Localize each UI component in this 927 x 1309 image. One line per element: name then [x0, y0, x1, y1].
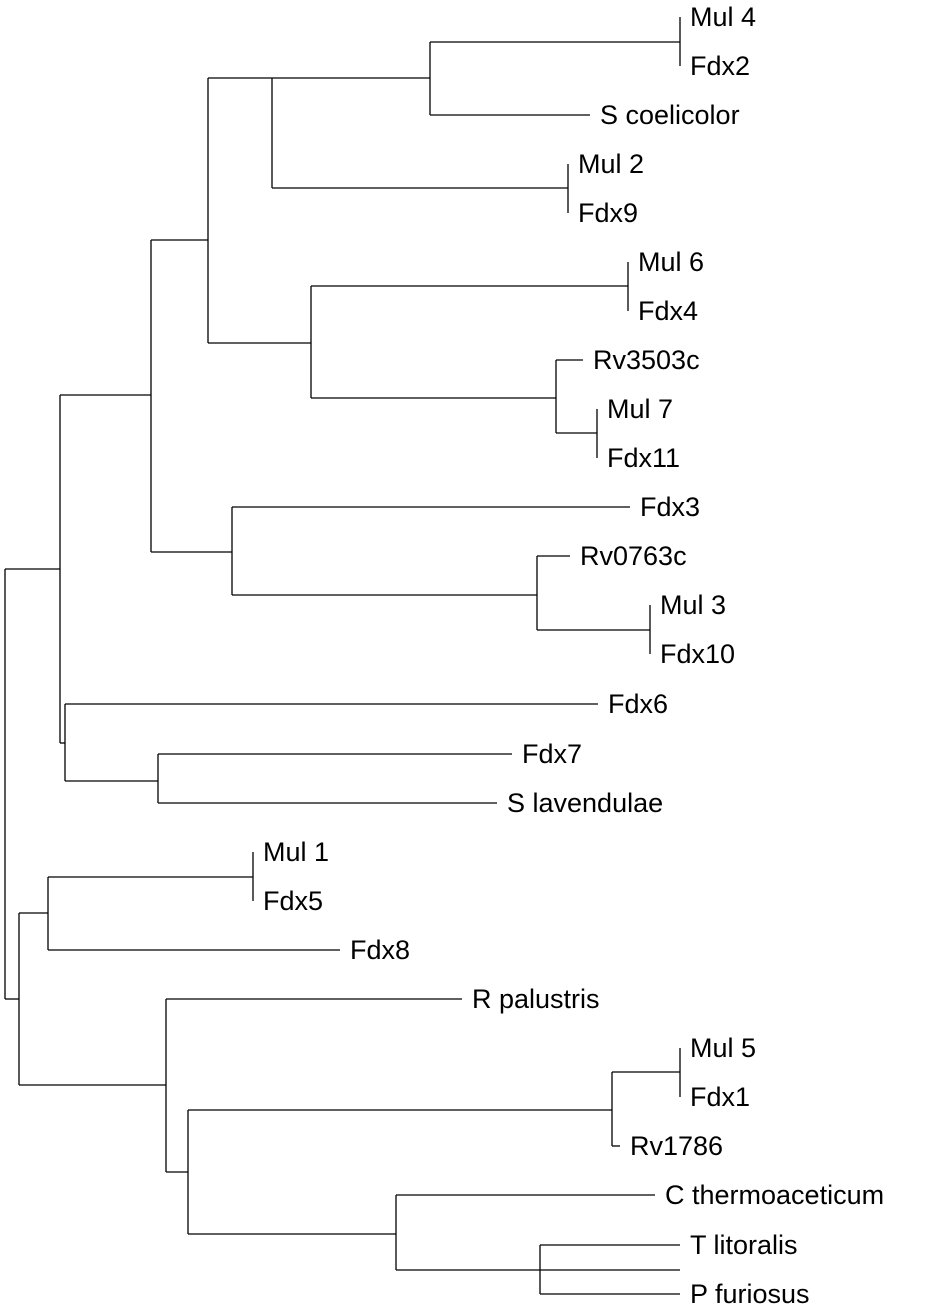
leaf-label-fdx5: Fdx5	[263, 886, 323, 916]
leaf-label-mul-6: Mul 6	[638, 247, 704, 277]
leaf-label-t-litoralis: T litoralis	[690, 1230, 798, 1260]
leaf-label-rv3503c: Rv3503c	[593, 345, 700, 375]
leaf-label-fdx3: Fdx3	[640, 492, 700, 522]
leaf-label-mul-7: Mul 7	[607, 394, 673, 424]
leaf-label-s-coelicolor: S coelicolor	[600, 100, 740, 130]
leaf-label-rv1786: Rv1786	[630, 1131, 723, 1161]
leaf-label-c-thermoaceticum: C thermoaceticum	[665, 1180, 884, 1210]
leaf-label-mul-4: Mul 4	[690, 2, 756, 32]
leaf-label-fdx1: Fdx1	[690, 1082, 750, 1112]
leaf-label-s-lavendulae: S lavendulae	[507, 788, 663, 818]
leaf-label-fdx4: Fdx4	[638, 296, 698, 326]
leaf-label-mul-1: Mul 1	[263, 837, 329, 867]
leaf-label-p-furiosus: P furiosus	[690, 1279, 810, 1309]
tree-branches	[4, 17, 681, 1295]
leaf-label-rv0763c: Rv0763c	[580, 541, 687, 571]
leaf-label-fdx9: Fdx9	[578, 198, 638, 228]
leaf-label-r-palustris: R palustris	[472, 984, 600, 1014]
leaf-label-fdx11: Fdx11	[607, 443, 680, 473]
leaf-label-fdx8: Fdx8	[350, 935, 410, 965]
leaf-label-fdx6: Fdx6	[608, 689, 668, 719]
tree-labels: Mul 4 Fdx2 S coelicolor Mul 2 Fdx9 Mul 6…	[263, 2, 884, 1309]
leaf-label-mul-5: Mul 5	[690, 1033, 756, 1063]
leaf-label-mul-3: Mul 3	[660, 590, 726, 620]
leaf-label-fdx7: Fdx7	[522, 739, 582, 769]
leaf-label-fdx10: Fdx10	[660, 639, 735, 669]
leaf-label-mul-2: Mul 2	[578, 149, 644, 179]
leaf-label-fdx2: Fdx2	[690, 51, 750, 81]
